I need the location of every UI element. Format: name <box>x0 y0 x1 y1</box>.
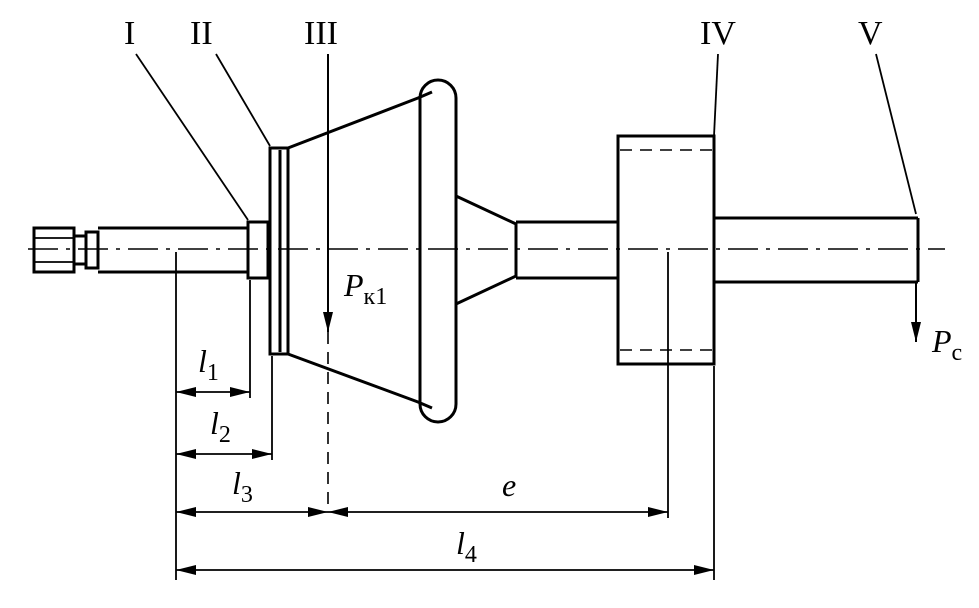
cone-body <box>287 90 433 410</box>
section-label-v: V <box>858 15 883 52</box>
shaft-end-nut <box>32 226 100 274</box>
disc-hub <box>268 146 290 356</box>
section-label-iii: III <box>304 15 338 52</box>
section-label-i: I <box>124 15 135 52</box>
right-shaft <box>714 216 920 284</box>
section-leaders <box>135 53 917 221</box>
section-label-iv: IV <box>700 15 736 52</box>
middle-shaft <box>516 220 618 280</box>
left-shaft <box>98 226 248 274</box>
dim-label-e: e <box>502 467 516 503</box>
dim-label-l4: l4 <box>456 525 477 568</box>
collar <box>246 220 270 280</box>
rear-taper <box>455 194 518 306</box>
section-label-ii: II <box>190 15 213 52</box>
load-label-pk1: Pк1 <box>343 267 387 310</box>
dim-label-l3: l3 <box>232 465 253 508</box>
dim-label-l2: l2 <box>210 405 231 448</box>
extension-lines <box>175 252 715 580</box>
disc-rim <box>418 78 458 424</box>
load-label-pc: Pc <box>931 323 962 366</box>
wheel-block <box>616 134 716 366</box>
dim-label-l1: l1 <box>198 343 219 386</box>
